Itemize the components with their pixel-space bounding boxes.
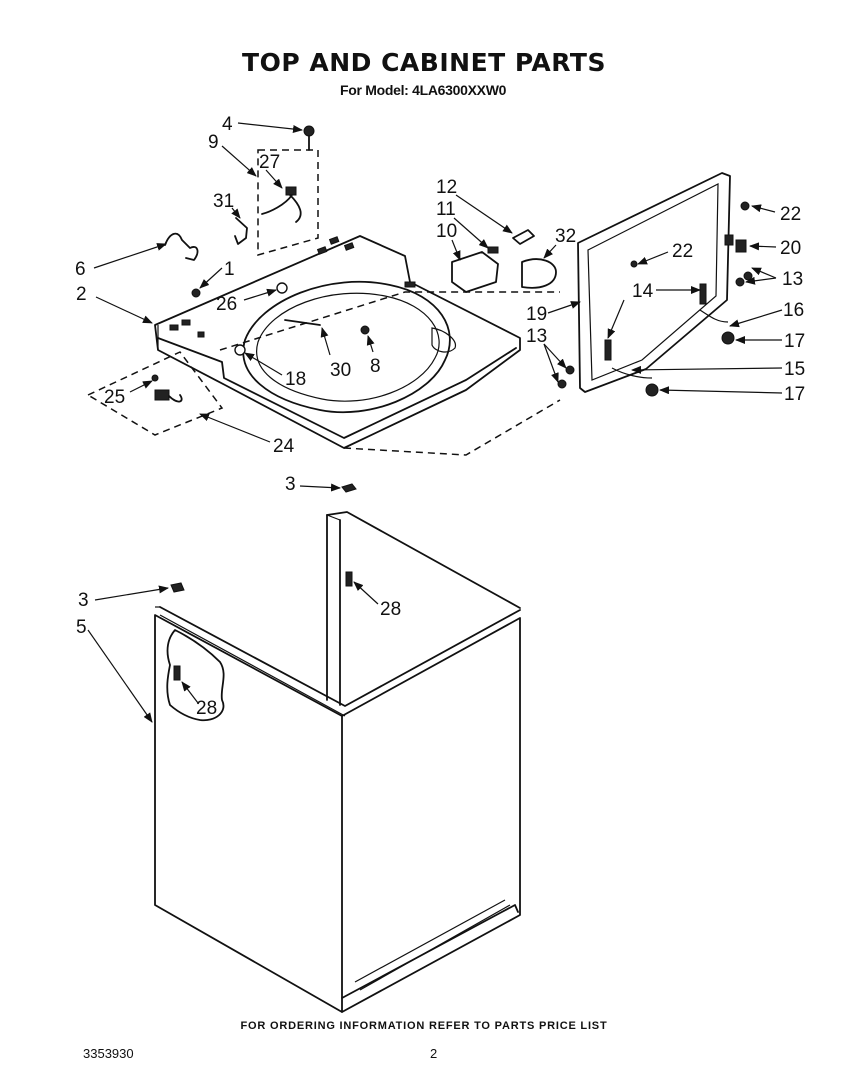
part-17-lower bbox=[645, 383, 659, 397]
part-8 bbox=[360, 325, 370, 335]
callout-8: 8 bbox=[370, 356, 381, 377]
part-3-upper bbox=[341, 483, 357, 493]
callout-3-upper: 3 bbox=[285, 474, 296, 495]
part-1 bbox=[191, 288, 201, 298]
callout-26: 26 bbox=[216, 294, 237, 315]
page-number: 2 bbox=[430, 1046, 438, 1061]
callout-27: 27 bbox=[259, 152, 280, 173]
callout-32: 32 bbox=[555, 226, 576, 247]
callout-13-left: 13 bbox=[526, 326, 547, 347]
callout-14: 14 bbox=[632, 281, 654, 302]
part-28-upper bbox=[345, 571, 353, 587]
part-27 bbox=[261, 186, 302, 223]
part-4 bbox=[303, 125, 315, 151]
part-3-left bbox=[170, 582, 185, 593]
cabinet-front-face bbox=[154, 614, 343, 1013]
group-24-outline bbox=[86, 351, 224, 436]
part-30 bbox=[284, 319, 321, 326]
washer-top bbox=[154, 235, 521, 449]
part-17-upper bbox=[721, 331, 735, 345]
callout-19: 19 bbox=[526, 304, 547, 325]
callout-11: 11 bbox=[436, 199, 456, 220]
callout-3-left: 3 bbox=[78, 590, 89, 611]
callout-15: 15 bbox=[784, 359, 805, 380]
callout-10: 10 bbox=[436, 221, 457, 242]
cabinet-cutout bbox=[166, 629, 225, 722]
washer-top-outline bbox=[154, 235, 521, 449]
cabinet-back-rim bbox=[326, 511, 521, 609]
part-18 bbox=[234, 344, 246, 356]
lid bbox=[577, 172, 734, 393]
cabinet-side-face bbox=[341, 617, 521, 1013]
document-number: 3353930 bbox=[83, 1046, 134, 1061]
part-12 bbox=[512, 229, 535, 245]
callout-24: 24 bbox=[273, 436, 295, 457]
ordering-note: FOR ORDERING INFORMATION REFER TO PARTS … bbox=[240, 1020, 608, 1032]
callout-31: 31 bbox=[213, 191, 234, 212]
cabinet-top-rim bbox=[159, 606, 521, 707]
callout-22-left: 22 bbox=[672, 241, 693, 262]
callout-17-lower: 17 bbox=[784, 384, 805, 405]
lid-opening bbox=[242, 280, 451, 414]
callout-2: 2 bbox=[76, 284, 87, 305]
diagram-title: TOP AND CABINET PARTS bbox=[242, 48, 606, 77]
callout-16: 16 bbox=[783, 300, 804, 321]
callout-1: 1 bbox=[224, 259, 235, 280]
lid-outline bbox=[577, 172, 731, 393]
leader-lines bbox=[87, 122, 783, 723]
cabinet bbox=[154, 511, 521, 1013]
part-10 bbox=[451, 251, 499, 293]
callout-30: 30 bbox=[330, 360, 351, 381]
callout-20: 20 bbox=[780, 238, 801, 259]
part-11 bbox=[487, 246, 499, 254]
part-32 bbox=[521, 258, 557, 289]
part-31 bbox=[234, 217, 248, 245]
callout-25: 25 bbox=[104, 387, 125, 408]
callout-labels: 4 9 27 31 6 1 2 26 30 8 18 25 24 3 28 3 … bbox=[75, 114, 805, 719]
callout-13-right: 13 bbox=[782, 269, 803, 290]
callout-28-lower: 28 bbox=[196, 698, 217, 719]
group-9-outline bbox=[257, 149, 319, 256]
part-6 bbox=[164, 232, 199, 261]
callout-12: 12 bbox=[436, 177, 457, 198]
part-26 bbox=[276, 282, 288, 294]
callout-9: 9 bbox=[208, 132, 219, 153]
callout-17-upper: 17 bbox=[784, 331, 805, 352]
callout-28-upper: 28 bbox=[380, 599, 401, 620]
callout-6: 6 bbox=[75, 259, 86, 280]
callout-5: 5 bbox=[76, 617, 87, 638]
callout-18: 18 bbox=[285, 369, 306, 390]
part-25 bbox=[151, 374, 183, 403]
callout-4: 4 bbox=[222, 114, 233, 135]
part-28-lower bbox=[173, 665, 181, 681]
callout-22-right: 22 bbox=[780, 204, 801, 225]
model-subtitle: For Model: 4LA6300XXW0 bbox=[340, 82, 507, 98]
